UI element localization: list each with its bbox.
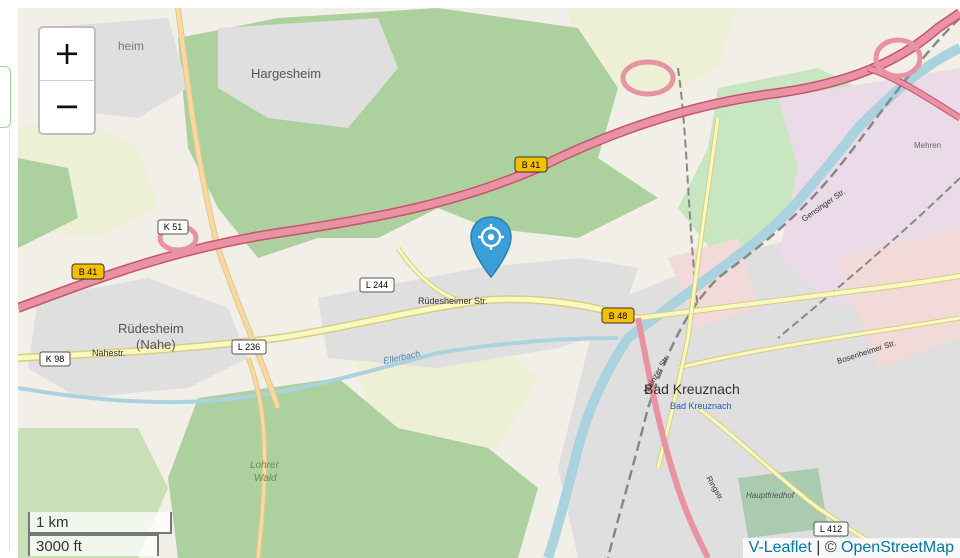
map-tiles: B 41 B 41 B 48 K 51 L 244 L 236 K 98 L: [18, 8, 960, 558]
road-shield-k98: K 98: [39, 351, 71, 367]
road-shield-l236: L 236: [231, 339, 267, 355]
zoom-control: + −: [38, 26, 96, 135]
attribution-library-link[interactable]: V-Leaflet: [748, 539, 812, 556]
place-label-bad-kreuznach: Bad Kreuznach: [644, 381, 740, 397]
side-panel-toggle[interactable]: [0, 66, 11, 128]
svg-text:L 412: L 412: [820, 524, 842, 534]
place-label-rudesheim: Rüdesheim: [118, 321, 184, 336]
svg-text:B 41: B 41: [522, 160, 541, 170]
road-shield-b48: B 48: [601, 307, 635, 324]
side-panel: [0, 130, 10, 550]
station-label-bad-kreuznach: Bad Kreuznach: [670, 401, 732, 411]
place-label-heim: heim: [118, 39, 144, 53]
road-shield-b41-b: B 41: [71, 263, 105, 280]
zoom-out-button[interactable]: −: [40, 80, 94, 133]
attribution-provider-link[interactable]: OpenStreetMap: [841, 539, 954, 556]
svg-text:L 236: L 236: [238, 342, 260, 352]
svg-text:K 51: K 51: [164, 222, 183, 232]
road-shield-l412: L 412: [813, 521, 849, 537]
place-label-hauptfriedhof: Hauptfriedhof: [746, 491, 795, 500]
map-view[interactable]: B 41 B 41 B 48 K 51 L 244 L 236 K 98 L: [18, 8, 960, 558]
forest-label-lohrer: Lohrer: [250, 460, 280, 471]
location-marker[interactable]: [468, 215, 514, 279]
forest-label-wald: Wald: [254, 473, 277, 484]
place-label-rudesheim-suffix: (Nahe): [136, 337, 176, 352]
scale-imperial: 3000 ft: [28, 534, 159, 556]
scale-metric: 1 km: [28, 512, 172, 534]
zoom-in-button[interactable]: +: [53, 34, 81, 72]
scale-bar: 1 km 3000 ft: [28, 512, 172, 556]
locate-icon: [470, 216, 512, 279]
road-shield-l244: L 244: [359, 277, 395, 293]
road-shield-b41-a: B 41: [514, 156, 548, 173]
road-shield-k51: K 51: [157, 219, 189, 235]
svg-text:L 244: L 244: [366, 280, 388, 290]
street-label-nahestr: Nahestr.: [92, 348, 126, 358]
svg-text:B 41: B 41: [79, 267, 98, 277]
place-label-mehren: Mehren: [914, 141, 941, 150]
street-label-rudesheimer-str: Rüdesheimer Str.: [418, 296, 488, 306]
svg-text:K 98: K 98: [46, 354, 65, 364]
svg-text:B 48: B 48: [609, 311, 628, 321]
map-attribution: V-Leaflet | © OpenStreetMap: [742, 538, 960, 558]
place-label-hargesheim: Hargesheim: [251, 66, 321, 81]
attribution-separator: | ©: [811, 539, 842, 556]
